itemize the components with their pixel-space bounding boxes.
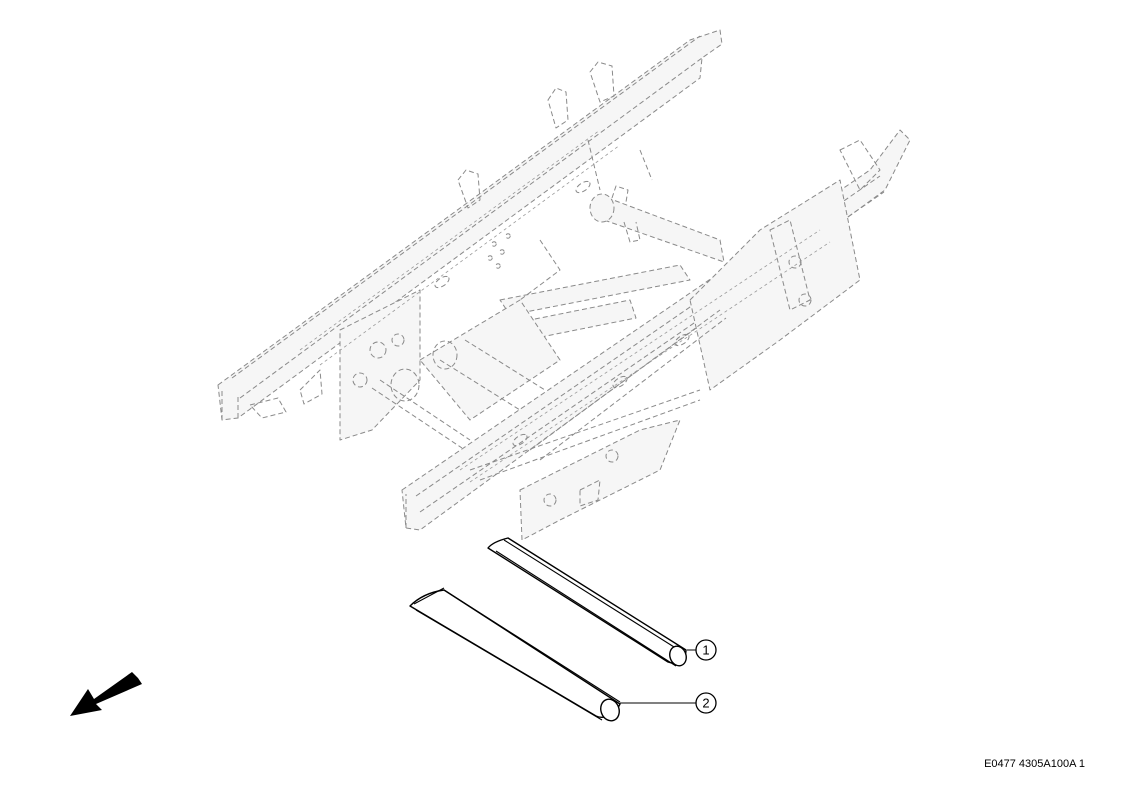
right-front-side-plate: [689, 179, 861, 391]
callout-1-label: 1: [702, 643, 709, 658]
callout-1: 1: [687, 639, 717, 661]
callout-2-balloon: [695, 692, 717, 714]
upper-cross-tube: [599, 194, 725, 263]
arrow-down-left-icon: [70, 672, 142, 716]
rail-bracket-3: [457, 169, 481, 209]
part-2-trough: [409, 587, 621, 722]
chassis-frame-ghost: [217, 29, 911, 541]
part-1-trough: [487, 537, 687, 667]
rail-bracket-1: [547, 87, 569, 129]
drawing-reference-code: E0477 4305A100A 1: [984, 758, 1085, 770]
callout-2-label: 2: [702, 696, 709, 711]
lower-right-side-plate: [519, 419, 681, 541]
middle-cross-member-1: [499, 264, 691, 316]
callout-2: 2: [620, 692, 717, 714]
callout-1-balloon: [695, 639, 717, 661]
rail-bracket-2: [589, 61, 615, 103]
left-side-plate: [339, 289, 421, 441]
inner-tube-assembly: [419, 299, 561, 421]
